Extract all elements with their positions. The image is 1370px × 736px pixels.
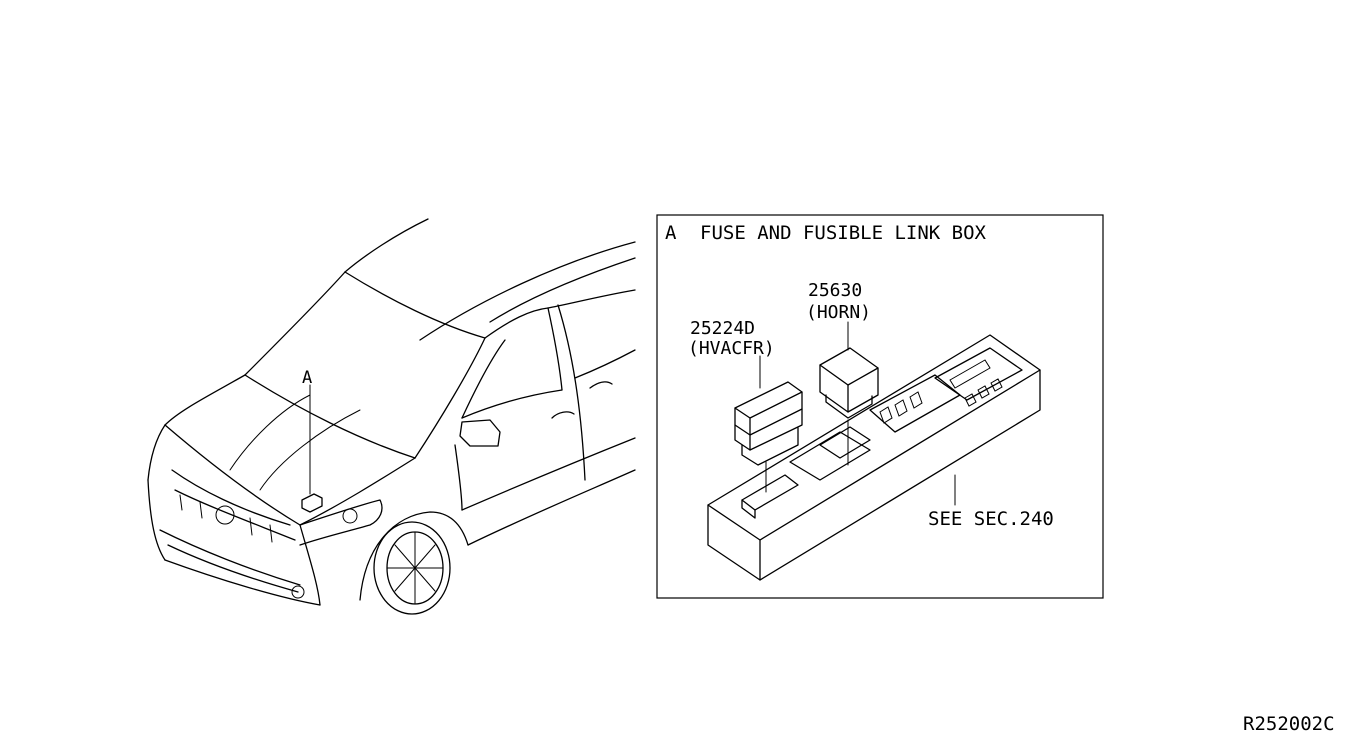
drawing-id: R252002C xyxy=(1243,713,1335,735)
part-number-25224d: 25224D xyxy=(690,318,755,339)
inset-title: FUSE AND FUSIBLE LINK BOX xyxy=(700,222,987,244)
vehicle-illustration xyxy=(147,218,636,615)
part-name-hvacfr: (HVACFR) xyxy=(688,338,775,359)
part-number-25630: 25630 xyxy=(808,280,862,301)
inset-title-letter: A xyxy=(665,222,677,244)
fuse-25630-illustration xyxy=(819,321,879,466)
reference-note: SEE SEC.240 xyxy=(928,508,1054,530)
fuse-box-illustration xyxy=(707,334,1041,581)
part-name-horn: (HORN) xyxy=(806,302,871,323)
inset-frame xyxy=(656,214,1104,599)
fuse-25224d-illustration xyxy=(734,355,803,493)
callout-letter-a: A xyxy=(302,368,312,388)
